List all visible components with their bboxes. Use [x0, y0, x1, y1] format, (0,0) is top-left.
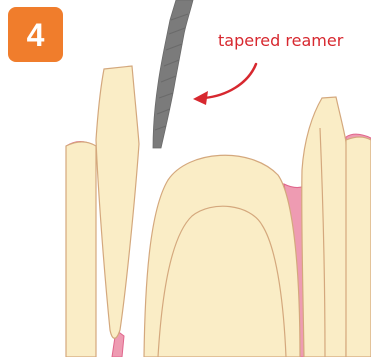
tooth-left [96, 66, 139, 338]
tooth-center [144, 155, 300, 357]
tooth-far-right [346, 137, 371, 357]
arrow-head [193, 91, 208, 105]
step-number-badge: 4 [8, 7, 63, 62]
tapered-reamer-label: tapered reamer [218, 33, 343, 49]
tooth-far-left [66, 142, 96, 357]
tapered-reamer-icon [153, 0, 193, 148]
curved-arrow-icon [204, 64, 256, 98]
